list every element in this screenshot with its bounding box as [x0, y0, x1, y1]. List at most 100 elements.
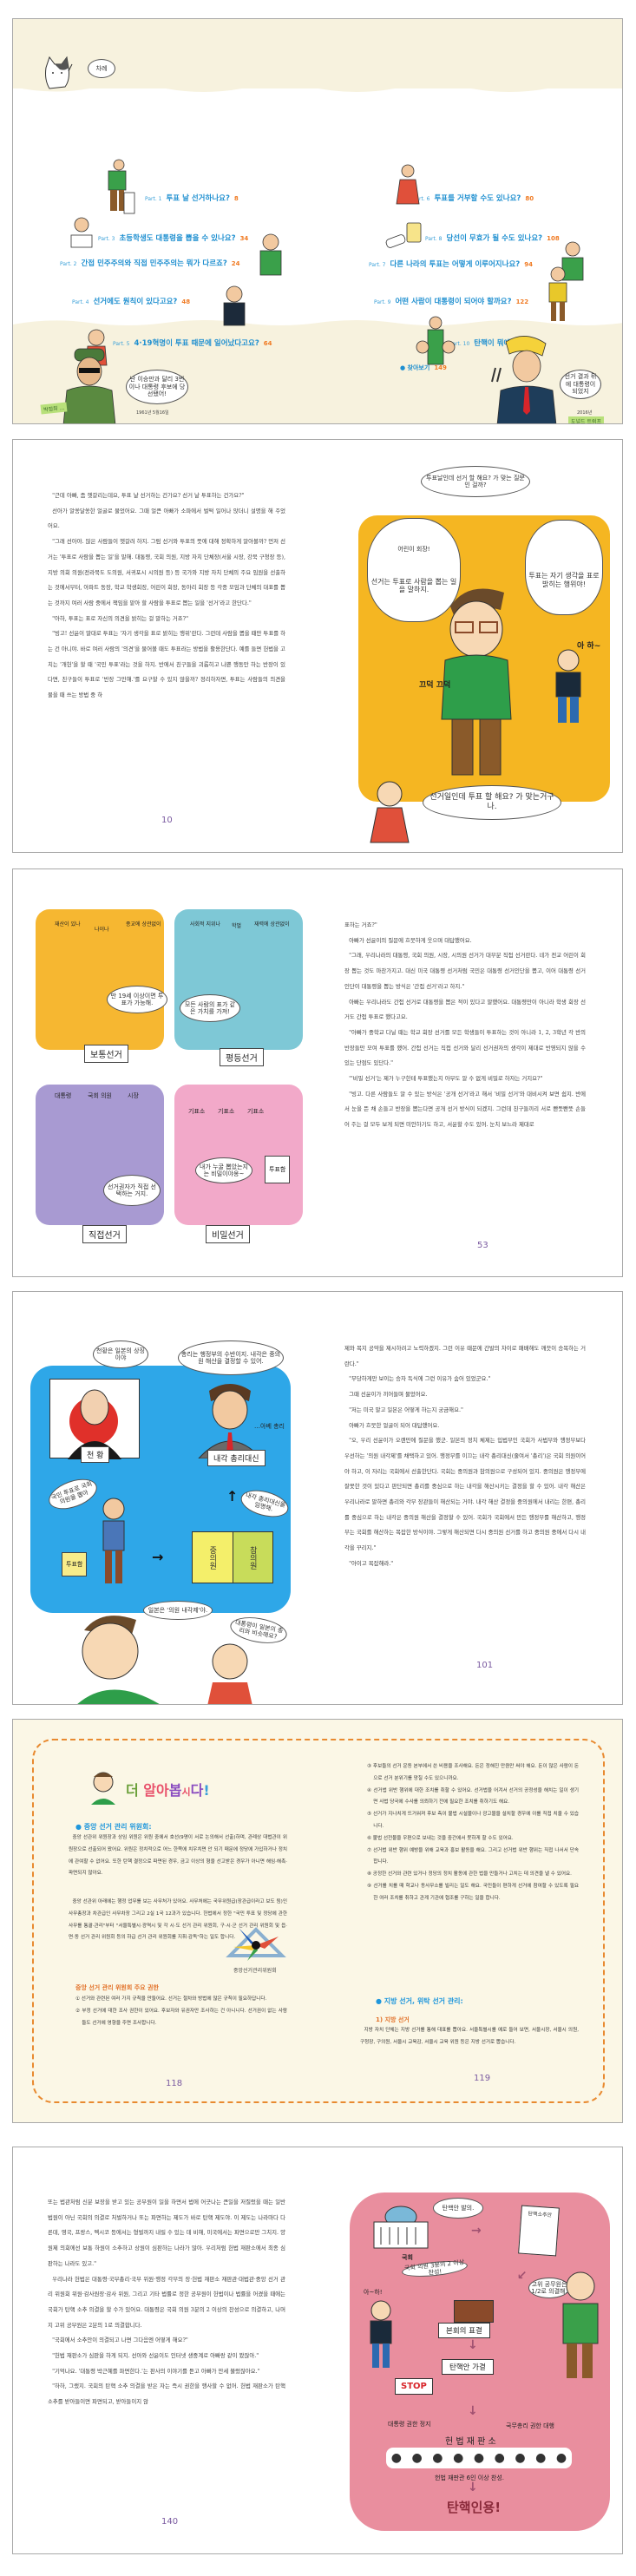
- local-election-text: 지방 자치 단체는 지방 선거를 통해 대표를 뽑아요. 서울특별시를 예로 들…: [360, 2025, 579, 2049]
- title-part: 알아: [143, 1782, 169, 1799]
- toc-title: 4·19혁명이 투표 때문에 일어났다고요?: [134, 339, 259, 348]
- speech-text: 모든 사람의 표가 같은 가치를 가져!: [184, 1000, 236, 1015]
- toc-page-number: 149: [434, 364, 447, 371]
- toc-heading-bubble: 차례: [88, 59, 115, 78]
- toc-item-part3[interactable]: Part. 3 초등학생도 대통령을 뽑을 수 있나요? 34: [98, 233, 248, 243]
- power-item: ① 선거와 관련된 여러 가지 규칙을 만들어요. 선거는 절차와 방법에 많은…: [75, 1996, 267, 2002]
- assembly-label: 국회: [402, 2254, 413, 2261]
- toc-page-number: 122: [515, 298, 529, 305]
- toc-item-part7[interactable]: Part. 7 다른 나라의 투표는 어떻게 이루어지나요? 94: [369, 259, 533, 269]
- speech-text: 내가 누굴 뽑았는지는 비밀이야옹~: [200, 1163, 248, 1177]
- speech-text: 천황은 일본의 상징이야: [96, 1347, 145, 1361]
- girl-phone-figure: [396, 164, 420, 205]
- toc-item-part8[interactable]: Part. 8 당선이 무효가 될 수도 있나요? 108: [425, 233, 560, 243]
- paragraph: "저는 미국 말고 일본은 어떻게 하는지 궁금해요.": [349, 1406, 463, 1413]
- toc-part-label: Part. 2: [60, 261, 77, 267]
- paragraph: 아빠는 우리나라도 간접 선거로 대통령을 뽑은 적이 있다고 말했어요. 대통…: [344, 998, 586, 1021]
- paragraph: 그때 선윤이가 끼어들며 물었어요.: [349, 1391, 428, 1399]
- equal-bubble-1: 사회적 지위나: [190, 921, 221, 927]
- speech-text: 선거권자가 직접 선택하는 거지.: [108, 1183, 156, 1197]
- power-item: ⑥ 불법 선전물을 우편으로 보내는 것을 중간에서 못하게 할 수도 있어요.: [367, 1835, 514, 1841]
- prime-minister-label: 내각 총리대신: [207, 1450, 266, 1466]
- direct-speech: 선거권자가 직접 선택하는 거지.: [103, 1175, 161, 1206]
- toc-part-label: Part. 10: [449, 341, 470, 347]
- diet-building: 중의원 참의원: [192, 1531, 273, 1583]
- paragraph: "그래, 우리나라의 대통령, 국회 의원, 시장, 시의원 선거가 대부분 직…: [344, 952, 586, 990]
- speech-title: 어린이 회장!: [397, 546, 430, 554]
- learn-more-title: 더 알아봅시다!: [126, 1779, 210, 1799]
- boy-aha: 아~하!: [364, 2289, 383, 2296]
- judge-icon: ●: [390, 2451, 402, 2465]
- title-part: 봅: [168, 1782, 182, 1799]
- speech-text: 난 이승만과 달리 3번이나 대통령 후보에 당선됐어!: [128, 376, 186, 398]
- section-heading-local: ● 지방 선거, 위탁 선거 관리:: [376, 1997, 463, 2005]
- secret-election-panel: [174, 1085, 303, 1225]
- judge-icon: ●: [535, 2451, 547, 2465]
- universal-bubble-2: 나이나: [95, 927, 109, 933]
- judge-icon: ●: [411, 2451, 423, 2465]
- girl-figure: [207, 1643, 252, 1704]
- paragraph: 지방 자치 단체는 지방 선거를 통해 대표를 뽑아요. 서울특별시를 예로 들…: [360, 2028, 579, 2045]
- soldier-caption: 1961년 5월16일: [136, 410, 169, 416]
- booth-label-3: 기표소: [247, 1108, 265, 1115]
- girl-character: [370, 781, 410, 843]
- equal-election-panel: [174, 909, 303, 1050]
- toc-title: 탄핵이 뭐예요?: [474, 339, 522, 348]
- dad-voting-figure: [108, 159, 135, 214]
- toc-item-part5[interactable]: Part. 5 4·19혁명이 투표 때문에 일어났다고요? 64: [113, 338, 272, 348]
- title-part: 다: [190, 1782, 204, 1799]
- page-10-body: "근데 아빠, 좀 헷갈리는데요, 투표 날 선거하는 건가요? 선거 날 투표…: [48, 488, 285, 704]
- judges-row: ● ● ● ● ● ● ● ● ●: [386, 2448, 572, 2468]
- paragraph: "기억나요. '대통령 박근혜를 파면한다.'는 판사의 이야기를 듣고 아빠가…: [52, 2367, 260, 2375]
- toc-title: 선거에도 원칙이 있다고요?: [93, 298, 178, 306]
- paragraph: 아빠가 흐뭇한 얼굴이 되어 대답했어요.: [349, 1421, 440, 1429]
- paragraph: 제와 복지 공약을 제시하려고 노력하겠지. 그런 이유 때문에 간발의 차이로…: [344, 1345, 586, 1367]
- paragraph: 또는 법관처럼 신분 보장을 받고 있는 공무원이 일을 하면서 법에 어긋나는…: [48, 2199, 285, 2267]
- toc-title: 다른 나라의 투표는 어떻게 이루어지나요?: [390, 260, 521, 269]
- power-item: ⑦ 선거법 위반 행위 예방을 위해 교육과 홍보 활동을 해요. 그리고 선거…: [367, 1847, 579, 1865]
- toc-part-label: Part. 9: [374, 299, 391, 305]
- dad-speech: 고위 공무원은 1/2로 의결해.: [528, 2278, 570, 2298]
- direct-election-label: 직접선거: [82, 1225, 127, 1243]
- toc-item-part1[interactable]: Part. 1 투표 날 선거하나요? 8: [145, 193, 239, 203]
- powers-list-left: ① 선거와 관련된 여러 가지 규칙을 만들어요. 선거는 절차와 방법에 많은…: [75, 1994, 287, 2029]
- direct-bubble-1: 대통령: [55, 1092, 72, 1099]
- power-item: ② 부정 선거에 대한 조사 권한이 있어요. 후보자와 유권자만 조사하는 건…: [75, 2008, 287, 2026]
- nec-logo-caption: 중앙선거관리위원회: [233, 1968, 277, 1974]
- politician-year: 2016년: [577, 410, 593, 416]
- arrow-right-icon: →: [471, 2224, 482, 2238]
- upper-house: 참의원: [232, 1532, 272, 1583]
- toc-page-number: 64: [263, 340, 272, 347]
- prime-minister-figure: [198, 1384, 262, 1458]
- page-number: 101: [476, 1661, 494, 1670]
- toc-item-part2[interactable]: Part. 2 간접 민주주의와 직접 민주주의는 뭐가 다르죠? 24: [60, 258, 240, 268]
- direct-bubble-2: 국회 의원: [88, 1092, 112, 1099]
- paragraph: "빙고. 다른 사람들도 알 수 있는 방식은 '공개 선거'라고 해서 '비밀…: [344, 1090, 586, 1129]
- toc-header-band: [13, 19, 622, 92]
- dad-mascot-icon: [91, 1772, 115, 1805]
- toc-item-part6[interactable]: Part. 6 투표를 거부할 수도 있나요? 80: [413, 193, 534, 203]
- toc-item-index[interactable]: ● 찾아보기 149: [400, 364, 447, 372]
- ballot-papers-figure: [385, 222, 422, 248]
- nec-paragraph-2: 중앙 선관위 아래에는 행정 업무를 보는 사무처가 있어요. 사무처에는 국무…: [69, 1897, 287, 1944]
- impeachment-document: 탄핵소추안: [518, 2205, 560, 2257]
- voter-figure: [102, 1498, 125, 1583]
- voting-speech-bubble: 투표는 자기 생각을 표로 밝히는 행위야!: [525, 520, 603, 615]
- assembly-speech: 탄핵안 발의.: [433, 2198, 483, 2219]
- toc-title: 투표를 거부할 수도 있나요?: [434, 194, 521, 203]
- powers-list-right: ③ 후보들의 선거 운동 본부에서 쓴 비용을 조사해요. 돈은 정해진 만큼만…: [367, 1761, 579, 1905]
- toc-page-number: 34: [239, 235, 249, 242]
- power-item: ⑤ 선거가 지나치게 뜨거워져 후보 측이 불법 시설물이나 광고물을 설치할 …: [367, 1812, 579, 1829]
- paragraph: "오, 우리 선윤이가 오랜만에 질문을 했군. 일본의 정치 체제는 입법부인…: [344, 1437, 586, 1552]
- toc-page-number: 80: [525, 195, 534, 202]
- toc-page-number: 24: [231, 260, 240, 267]
- aha-text: 아 하~: [577, 642, 601, 651]
- page-10-spread: "근데 아빠, 좀 헷갈리는데요, 투표 날 선거하는 건가요? 선거 날 투표…: [12, 439, 623, 853]
- toc-item-part9[interactable]: Part. 9 어떤 사람이 대통령이 되어야 할까요? 122: [374, 296, 528, 306]
- paragraph: "'비밀 선거'는 제가 누구한테 투표했는지 아무도 알 수 없게 비밀로 하…: [349, 1075, 543, 1083]
- speech-text: 탄핵안 발의.: [442, 2204, 475, 2212]
- toc-item-part4[interactable]: Part. 4 선거에도 원칙이 있다고요? 48: [72, 296, 190, 306]
- speech-text: 고위 공무원은 1/2로 의결해.: [531, 2280, 567, 2295]
- politician-speech-bubble: 선거 결과 뒤에 대통령이 되었지: [560, 370, 601, 399]
- judge-icon: ●: [515, 2451, 526, 2465]
